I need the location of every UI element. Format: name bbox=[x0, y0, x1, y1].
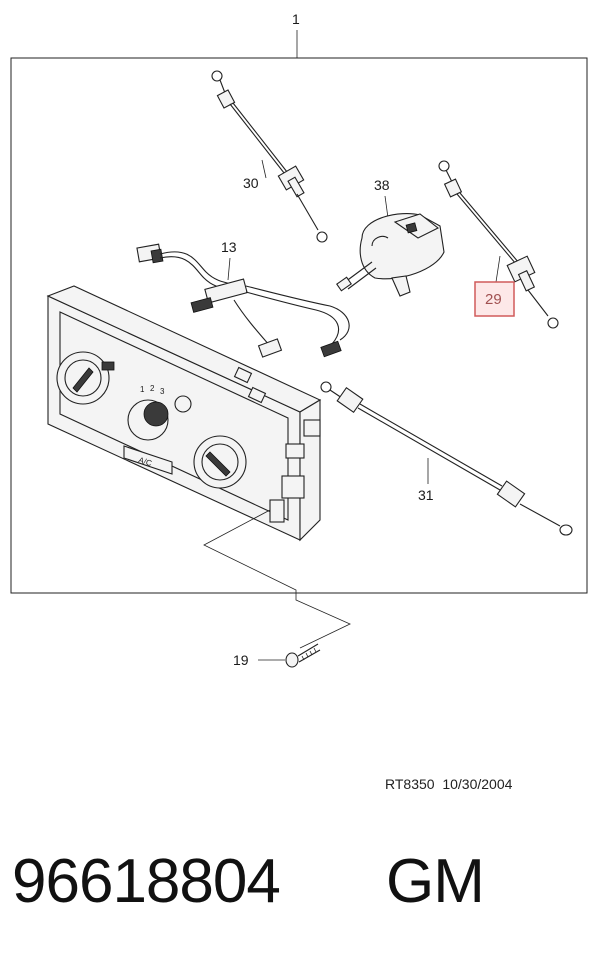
callout-1-label: 1 bbox=[292, 11, 300, 27]
callout-30-label: 30 bbox=[243, 175, 259, 191]
cable-29[interactable] bbox=[438, 160, 559, 329]
svg-text:A/C: A/C bbox=[137, 455, 153, 468]
callout-13-leader bbox=[227, 257, 231, 281]
callout-38-leader bbox=[384, 195, 389, 219]
fan-speed-3: 3 bbox=[160, 387, 165, 396]
callout-29-label: 29 bbox=[485, 291, 502, 308]
reference-code: RT8350 10/30/2004 bbox=[385, 776, 513, 792]
hvac-control-panel[interactable]: 1 2 3 A/C bbox=[46, 285, 322, 542]
ac-button[interactable]: A/C bbox=[123, 445, 173, 475]
callout-38-label: 38 bbox=[374, 177, 390, 193]
cable-30[interactable] bbox=[211, 70, 328, 243]
callout-29-highlight-box bbox=[474, 281, 515, 317]
callout-19-label: 19 bbox=[233, 652, 249, 668]
fan-speed-2: 2 bbox=[150, 384, 155, 393]
fan-speed-1: 1 bbox=[140, 385, 145, 394]
callout-13-label: 13 bbox=[221, 239, 237, 255]
part-number: 96618804 bbox=[12, 847, 281, 916]
screw-19[interactable] bbox=[285, 643, 321, 668]
wire-harness-13[interactable] bbox=[136, 243, 350, 358]
brand-label: GM bbox=[386, 847, 485, 916]
callout-31-label: 31 bbox=[418, 487, 434, 503]
screw-leader bbox=[203, 509, 351, 649]
cable-31[interactable] bbox=[320, 381, 573, 536]
callout-30-leader bbox=[261, 159, 267, 179]
callout-29-leader bbox=[495, 255, 501, 283]
assembly-frame bbox=[10, 57, 588, 594]
blower-actuator-38[interactable] bbox=[336, 213, 445, 297]
